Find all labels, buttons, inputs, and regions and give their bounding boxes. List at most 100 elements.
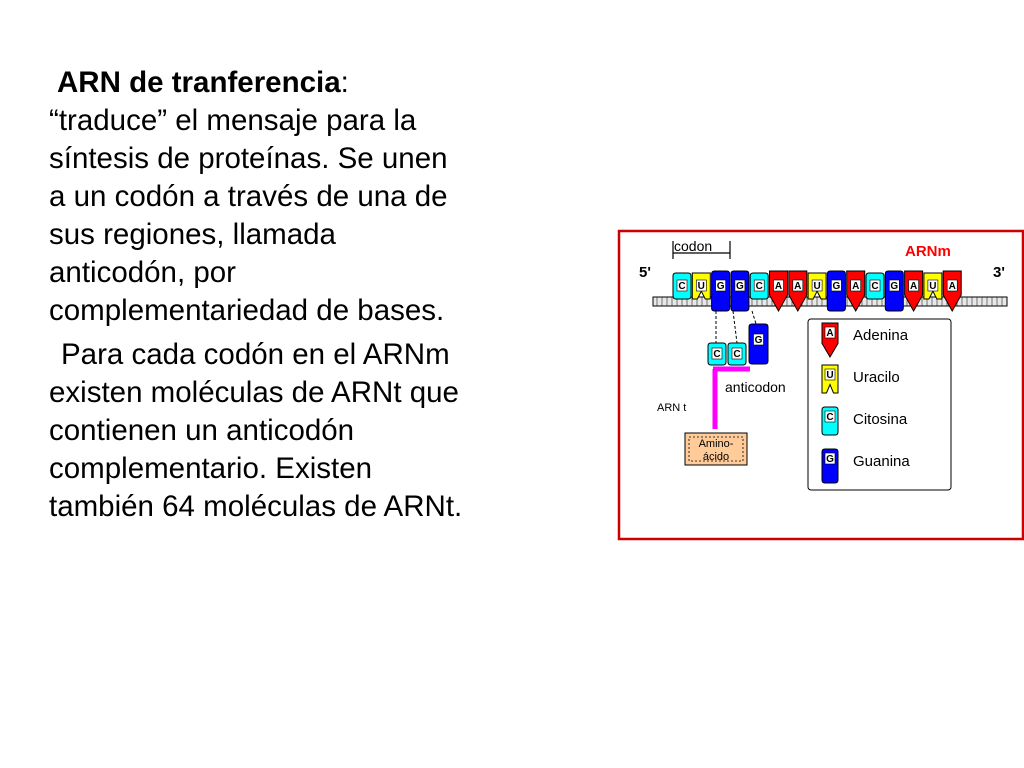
base-guanine: G — [748, 323, 769, 365]
base-letter: A — [949, 281, 956, 292]
base-letter-box — [888, 279, 900, 292]
legend-box — [807, 318, 952, 491]
codon-label: codon — [674, 238, 712, 254]
base-guanine: G — [730, 270, 750, 312]
base-cytosine: C — [672, 272, 692, 300]
base-guanine: G — [711, 270, 731, 312]
text-line: complementariedad de bases. — [49, 294, 445, 327]
anticodon-label: anticodon — [725, 379, 786, 395]
paragraph-arnt-definition: ARN de tranferencia: “traduce” el mensaj… — [49, 64, 619, 330]
base-letter: C — [713, 349, 720, 360]
base-cytosine: C — [749, 272, 769, 300]
three-prime-label: 3' — [993, 264, 1005, 281]
text-line: existen moléculas de ARNt que — [49, 376, 459, 409]
base-adenine: A — [904, 270, 924, 313]
base-letter-box — [715, 279, 726, 292]
base-letter-box — [908, 279, 919, 292]
base-letter: C — [871, 281, 878, 292]
legend-label: Adenina — [853, 327, 909, 344]
legend-label: Guanina — [853, 453, 910, 470]
base-cytosine: C — [707, 342, 727, 366]
base-letter-box — [773, 279, 784, 292]
slide-text: ARN de tranferencia: “traduce” el mensaj… — [49, 64, 619, 526]
amino-acid-box — [684, 432, 748, 466]
base-guanine: G — [821, 448, 839, 484]
base-letter: C — [826, 412, 833, 423]
base-letter-box — [831, 279, 842, 292]
base-letter: U — [698, 281, 705, 292]
base-letter-box — [946, 279, 958, 292]
heading-colon: : — [340, 66, 349, 99]
base-adenine: A — [821, 322, 839, 358]
bond-line — [751, 310, 758, 328]
base-cytosine: C — [821, 406, 839, 436]
base-letter: G — [755, 335, 763, 346]
base-guanine: G — [884, 270, 904, 312]
base-letter: U — [929, 281, 936, 292]
trna-anticodon: C C G — [707, 323, 769, 366]
base-cytosine: C — [727, 342, 747, 366]
paragraph-arnt-count: Para cada codón en el ARNm existen moléc… — [49, 336, 619, 526]
base-letter-box — [927, 279, 939, 292]
base-letter: A — [826, 328, 833, 339]
base-letter-box — [824, 368, 836, 381]
five-prime-label: 5' — [639, 264, 651, 281]
legend-label: Citosina — [853, 411, 908, 428]
base-pair-bonds — [715, 310, 758, 344]
text-line: contienen un anticodón — [49, 414, 355, 447]
base-guanine: G — [826, 270, 846, 312]
base-letter-box — [869, 279, 881, 292]
base-letter-box — [753, 333, 764, 346]
base-letter-box — [850, 279, 861, 292]
amino-acid-label-2: ácido — [703, 451, 729, 463]
base-letter-box — [824, 410, 836, 423]
base-letter: A — [775, 281, 782, 292]
text-line: síntesis de proteínas. Se unen — [49, 142, 448, 175]
base-letter: U — [813, 281, 820, 292]
base-cytosine: C — [865, 272, 885, 300]
base-adenine: A — [788, 270, 808, 313]
base-letter: A — [910, 281, 917, 292]
base-letter: G — [717, 281, 725, 292]
base-letter-box — [696, 279, 707, 292]
text-line: sus regiones, llamada — [49, 218, 336, 251]
codon-bracket — [672, 241, 731, 259]
base-letter-box — [731, 347, 743, 360]
text-line: “traduce” el mensaje para la — [49, 104, 417, 137]
base-letter-box — [711, 347, 723, 360]
base-letter-box — [824, 326, 836, 339]
base-letter: A — [852, 281, 859, 292]
base-uracil: U — [923, 272, 943, 300]
base-uracil: U — [691, 272, 711, 300]
base-letter: G — [736, 281, 744, 292]
base-letter: A — [794, 281, 801, 292]
base-letter: C — [756, 281, 763, 292]
arnt-label: ARN t — [657, 402, 686, 414]
base-letter-box — [734, 279, 746, 292]
base-letter: G — [826, 454, 834, 465]
base-letter: G — [890, 281, 898, 292]
base-adenine: A — [846, 270, 866, 313]
base-letter-box — [792, 279, 804, 292]
base-uracil: U — [807, 272, 827, 300]
text-line: anticodón, por — [49, 256, 236, 289]
base-letter: C — [678, 281, 685, 292]
base-letter-box — [824, 452, 836, 465]
base-adenine: A — [942, 270, 962, 313]
text-line: también 64 moléculas de ARNt. — [49, 490, 463, 523]
base-uracil: U — [821, 364, 839, 394]
amino-acid-inner — [688, 436, 744, 462]
base-letter-box — [753, 279, 765, 292]
base-letter: C — [733, 349, 740, 360]
arnm-label: ARNm — [905, 243, 951, 260]
bond-line — [732, 310, 738, 344]
amino-acid-label-1: Amino- — [699, 438, 734, 450]
text-line: complementario. Existen — [49, 452, 373, 485]
paragraph-heading: ARN de tranferencia — [57, 66, 341, 99]
text-line: Para cada codón en el ARNm — [61, 338, 450, 371]
base-letter: G — [833, 281, 841, 292]
base-letter: U — [826, 370, 833, 381]
